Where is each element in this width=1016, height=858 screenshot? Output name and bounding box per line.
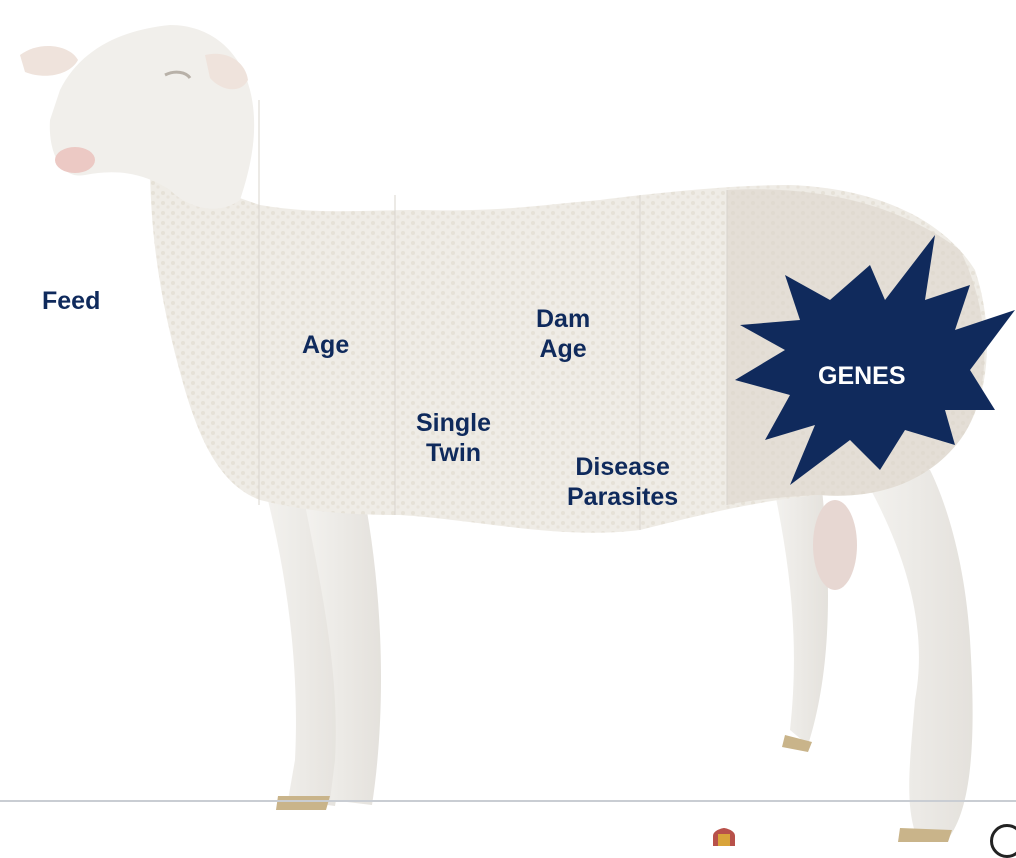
single-twin-line-1: Single (416, 408, 491, 438)
sheep-nose (55, 147, 95, 173)
crest-logo (705, 828, 743, 846)
hind-leg-back (770, 470, 828, 745)
hoof (276, 796, 330, 810)
single-twin-line-2: Twin (416, 438, 491, 468)
dam-age-line-1: Dam (536, 304, 590, 334)
genes-label: GENES (818, 361, 906, 391)
circle-logo-icon (990, 824, 1016, 858)
footer-rule (0, 800, 1016, 802)
disease-parasites-line-1: Disease (567, 452, 678, 482)
sheep-ear-left (20, 46, 78, 76)
dam-age-line-2: Age (536, 334, 590, 364)
hoof (898, 828, 952, 842)
dam-age-label: Dam Age (536, 304, 590, 364)
disease-parasites-line-2: Parasites (567, 482, 678, 512)
hind-leg-front (860, 470, 973, 836)
disease-parasites-label: Disease Parasites (567, 452, 678, 512)
feed-label: Feed (42, 286, 100, 316)
single-twin-label: Single Twin (416, 408, 491, 468)
udder (813, 500, 857, 590)
age-label: Age (302, 330, 349, 360)
